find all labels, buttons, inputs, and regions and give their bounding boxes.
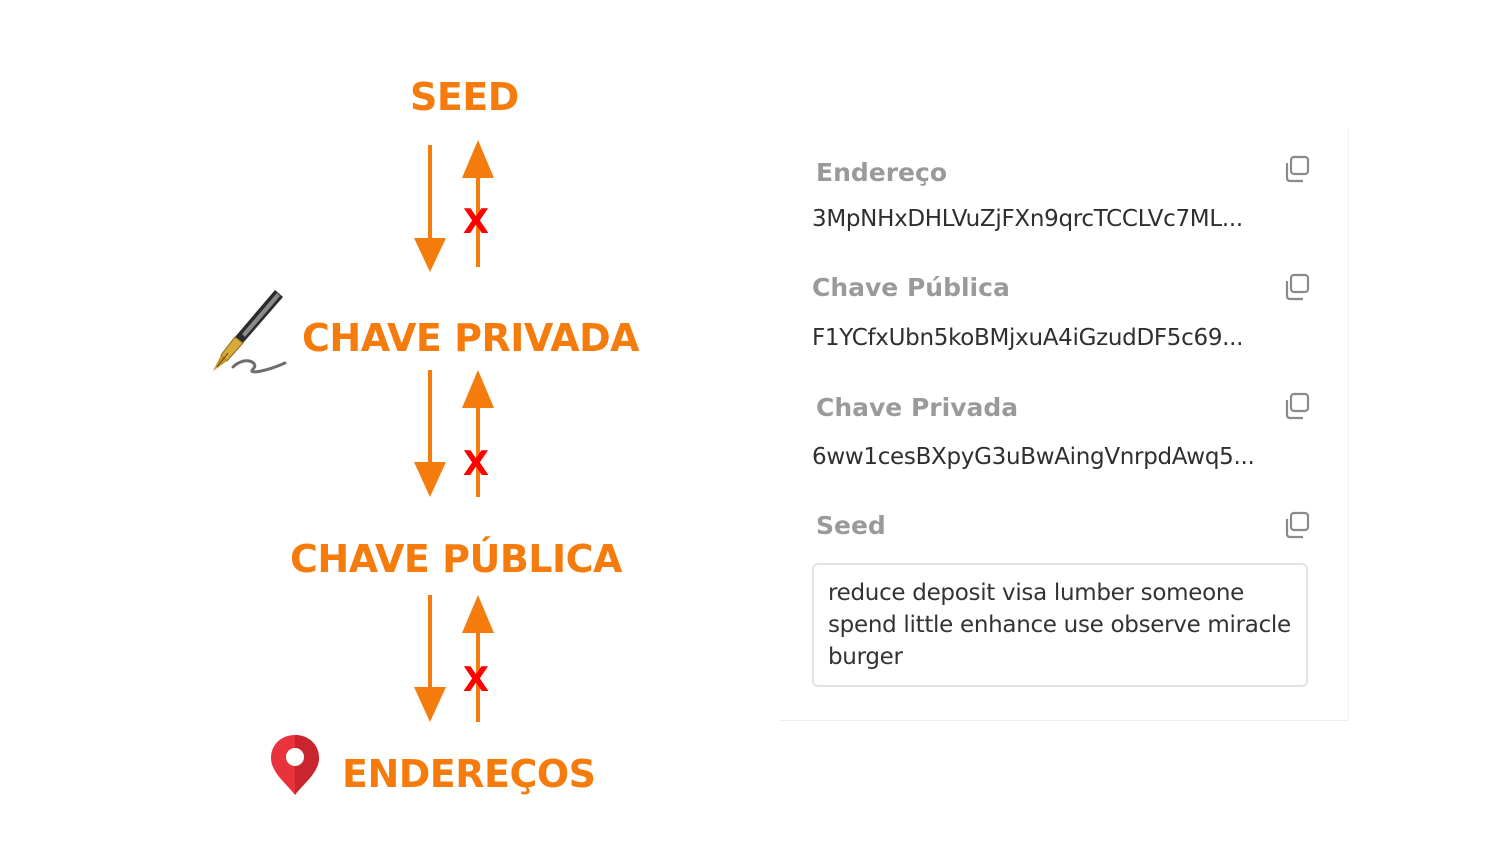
node-seed: SEED bbox=[410, 75, 519, 119]
node-public-key: CHAVE PÚBLICA bbox=[290, 537, 622, 581]
node-addresses: ENDEREÇOS bbox=[342, 752, 596, 796]
address-label: Endereço bbox=[816, 158, 948, 187]
private-key-label: Chave Privada bbox=[816, 393, 1019, 422]
copy-icon[interactable] bbox=[1282, 391, 1312, 421]
node-private-key: CHAVE PRIVADA bbox=[302, 316, 640, 360]
fountain-pen-icon bbox=[213, 290, 287, 374]
arrow-up-head bbox=[462, 370, 494, 408]
copy-icon[interactable] bbox=[1282, 154, 1312, 184]
seed-label: Seed bbox=[816, 511, 886, 540]
arrow-down-head bbox=[414, 687, 446, 722]
arrows-layer: X X X bbox=[414, 140, 494, 722]
wallet-keys-panel: Endereço 3MpNHxDHLVuZjFXn9qrcTCCLVc7ML..… bbox=[780, 128, 1349, 721]
arrow-pair-private-public: X bbox=[414, 370, 494, 497]
arrow-up-head bbox=[462, 140, 494, 178]
public-key-label: Chave Pública bbox=[812, 273, 1010, 302]
public-key-value: F1YCfxUbn5koBMjxuA4iGzudDF5c69... bbox=[812, 325, 1244, 351]
seed-phrase-box[interactable]: reduce deposit visa lumber someone spend… bbox=[812, 563, 1308, 687]
arrow-pair-public-address: X bbox=[414, 595, 494, 722]
arrow-pair-seed-private: X bbox=[414, 140, 494, 272]
arrow-down-head bbox=[414, 462, 446, 497]
blocked-mark: X bbox=[463, 202, 489, 242]
blocked-mark: X bbox=[463, 444, 489, 484]
address-value: 3MpNHxDHLVuZjFXn9qrcTCCLVc7ML... bbox=[812, 206, 1243, 232]
location-pin-icon bbox=[271, 735, 319, 795]
private-key-value: 6ww1cesBXpyG3uBwAingVnrpdAwq5... bbox=[812, 444, 1255, 470]
copy-icon[interactable] bbox=[1282, 510, 1312, 540]
blocked-mark: X bbox=[463, 660, 489, 700]
arrow-up-head bbox=[462, 595, 494, 633]
arrow-down-head bbox=[414, 238, 446, 272]
copy-icon[interactable] bbox=[1282, 272, 1312, 302]
